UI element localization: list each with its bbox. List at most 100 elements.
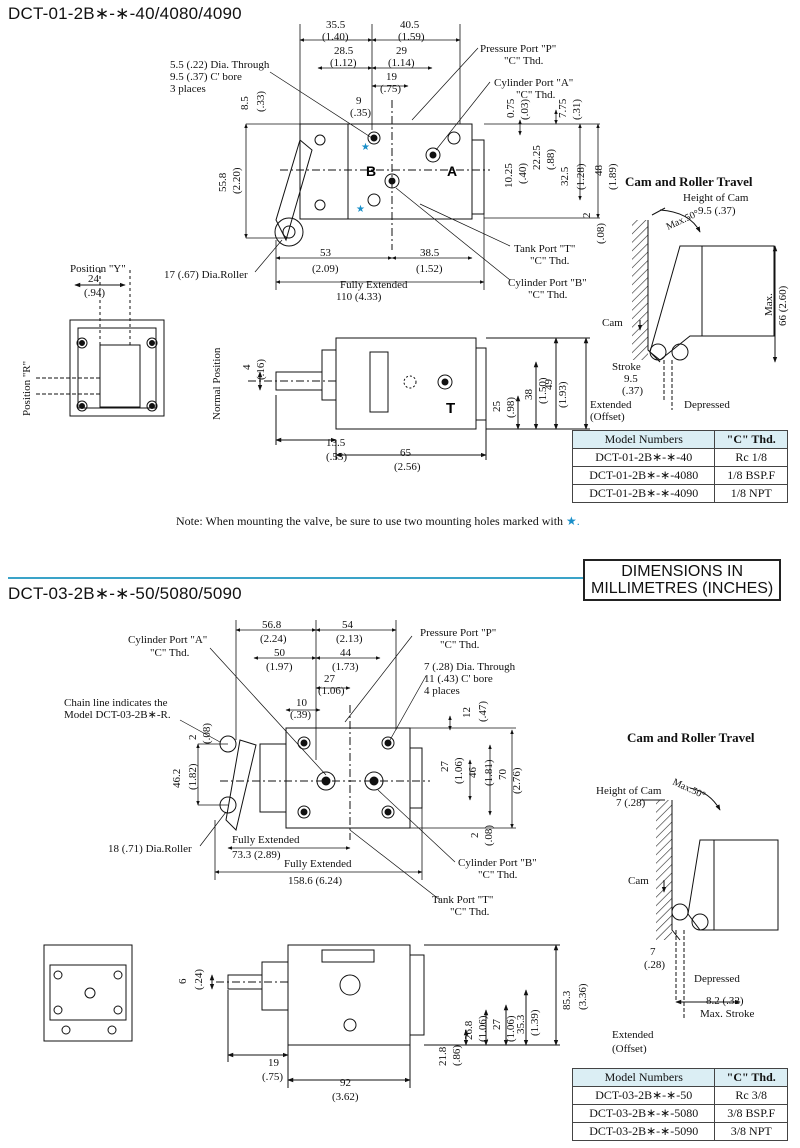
s2-tank-t-cthd: "C" Thd.	[450, 906, 490, 918]
s2-roller-label: 18 (.71) Dia.Roller	[108, 843, 192, 855]
s2-front-view	[209, 944, 560, 1088]
s1-depressed-label: Depressed	[684, 399, 730, 411]
s1-dimension-texts: 35.5 (1.40) 40.5 (1.59) 28.5 (1.12) 29 (…	[84, 19, 789, 473]
s1-extended-label: Extended	[590, 399, 632, 411]
table-header: Model Numbers	[571, 1068, 716, 1087]
dim: (.75)	[380, 83, 401, 95]
s2-dimension-texts: 56.8 (2.24) 54 (2.13) 50 (1.97) 44 (1.73…	[171, 619, 744, 1103]
dim: (.08)	[595, 223, 607, 244]
dim: (.03)	[519, 99, 531, 120]
s2-offset-label: (Offset)	[612, 1043, 647, 1055]
s1-end-cap	[471, 139, 485, 215]
s2-extended-label: Extended	[612, 1029, 654, 1041]
dim: 13.5	[326, 437, 346, 449]
s1-front-view	[248, 337, 590, 460]
dim: (2.20)	[231, 167, 243, 194]
s2-chain-line-1: Chain line indicates the	[64, 697, 168, 709]
dim: 6	[177, 978, 189, 984]
dim: 56.8	[262, 619, 282, 631]
s1-star-mark-1: ★	[361, 142, 370, 153]
dim: 9	[356, 95, 362, 107]
s2-leaders	[179, 635, 456, 901]
section-divider-line	[8, 577, 583, 579]
section1-title: DCT-01-2B∗-∗-40/4080/4090	[8, 4, 242, 23]
dim: 35.5	[326, 19, 346, 31]
dim: 19	[268, 1057, 280, 1069]
table-row: DCT-01-2B∗-∗-4090 1/8 NPT	[571, 484, 788, 503]
dim: (2.56)	[394, 461, 421, 473]
s2-fully-extended-2: Fully Extended	[284, 858, 352, 870]
s1-cyl-b-label: Cylinder Port "B"	[508, 277, 587, 289]
dim: (.33)	[255, 91, 267, 112]
s1-top-view	[274, 100, 490, 250]
s2-top-view	[219, 705, 430, 840]
dim: 27	[491, 1019, 503, 1031]
dim: (1.93)	[557, 381, 569, 408]
dim: (1.89)	[607, 163, 619, 190]
dim: 4	[241, 364, 253, 370]
dim-box-line2: MILLIMETRES (INCHES)	[591, 580, 774, 597]
dim: (1.12)	[330, 57, 357, 69]
s1-fully-extended-label: Fully Extended	[340, 279, 408, 291]
dim: (.24)	[193, 969, 205, 990]
table-cell: 3/8 NPT	[714, 1122, 788, 1141]
dim-box-line1: DIMENSIONS IN	[621, 563, 744, 580]
dim: 46.2	[171, 769, 183, 788]
dim: (1.97)	[266, 661, 293, 673]
dim: 48	[593, 165, 605, 177]
dim: (1.50)	[537, 377, 549, 404]
s1-pressure-port-label: Pressure Port "P"	[480, 43, 556, 55]
dim: 26.8	[463, 1020, 475, 1040]
s2-places-label: 4 places	[424, 685, 460, 697]
s2-cyl-b-label: Cylinder Port "B"	[458, 857, 537, 869]
s1-height-cam-label: Height of Cam	[683, 192, 749, 204]
s2-cam-diagram	[640, 787, 779, 1020]
s1-mount-hole-1-core	[370, 134, 378, 142]
section2-title: DCT-03-2B∗-∗-50/5080/5090	[8, 584, 242, 603]
s2-pressure-cthd: "C" Thd.	[440, 639, 480, 651]
dim: 85.3	[561, 990, 573, 1010]
dim: 44	[340, 647, 352, 659]
table-cell: DCT-01-2B∗-∗-4080	[571, 466, 716, 485]
s1-stroke-label: Stroke	[612, 361, 641, 373]
dim: 158.6 (6.24)	[288, 875, 342, 887]
dim: (.31)	[571, 99, 583, 120]
s1-letter-b: B	[366, 163, 376, 179]
dim: (.08)	[483, 825, 495, 846]
s2-hole-label: 7 (.28) Dia. Through	[424, 661, 516, 673]
s1-star-mark-2: ★	[356, 204, 365, 215]
dim: (2.09)	[312, 263, 339, 275]
s1-position-y-label: Position "Y"	[70, 263, 126, 275]
table-header-row: Model Numbers "C" Thd.	[571, 1068, 788, 1087]
dim: (2.13)	[336, 633, 363, 645]
dim: 27	[439, 761, 451, 773]
s1-roller-inner	[282, 225, 296, 239]
dim: (.37)	[622, 385, 643, 397]
dim: 10.25	[503, 163, 515, 188]
dim: 9.5 (.37)	[698, 205, 736, 217]
dim: 27	[324, 673, 336, 685]
dim: 28.5	[334, 45, 354, 57]
s1-letter-a: A	[447, 163, 457, 179]
dim: (3.36)	[577, 983, 589, 1010]
s1-places-label: 3 places	[170, 83, 206, 95]
s2-cam-label: Cam	[628, 875, 649, 887]
dim: 50	[274, 647, 286, 659]
table-cell: Rc 1/8	[714, 448, 788, 467]
dim: 7.75	[557, 98, 569, 118]
dim: (.40)	[517, 163, 529, 184]
s1-port-a-core	[429, 151, 437, 159]
dim: (1.39)	[529, 1009, 541, 1036]
dim: 8.2 (.32)	[706, 995, 744, 1007]
dim: 29	[396, 45, 408, 57]
s1-cam-title: Cam and Roller Travel	[625, 174, 753, 189]
s1-lever-arm	[275, 139, 313, 242]
s2-max-stroke-label: Max. Stroke	[700, 1008, 755, 1020]
s2-text-labels: Cylinder Port "A" "C" Thd. Pressure Port…	[64, 627, 755, 1055]
dim: 7	[650, 946, 656, 958]
s2-dimension-lines	[196, 620, 516, 880]
table-cell: DCT-03-2B∗-∗-5090	[571, 1122, 716, 1141]
s1-max-label: Max.	[763, 293, 775, 316]
dim: (.39)	[290, 709, 311, 721]
